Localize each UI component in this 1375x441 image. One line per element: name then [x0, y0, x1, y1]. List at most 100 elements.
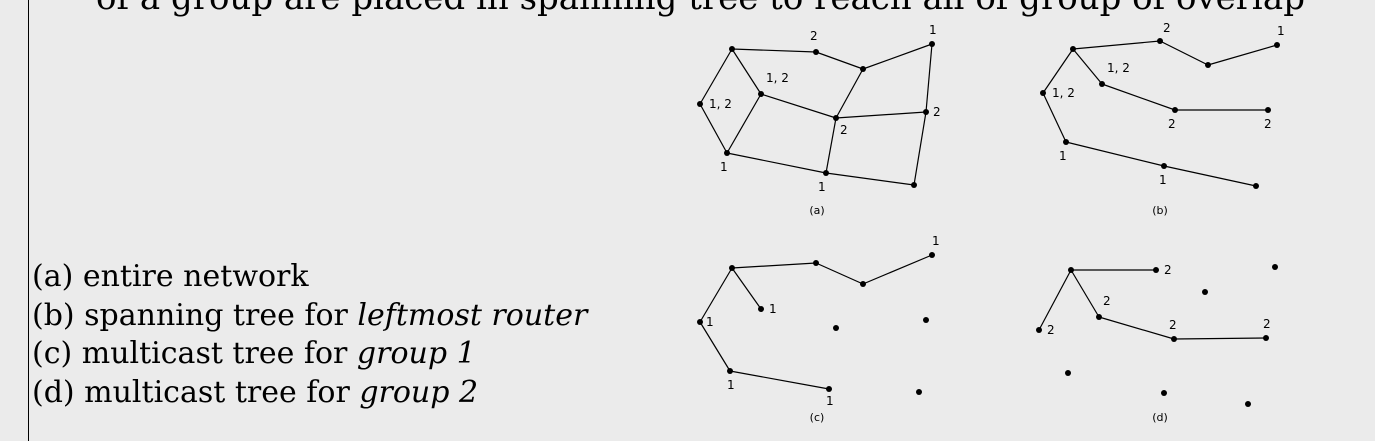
node-label-I: 1 [1059, 149, 1067, 163]
node-label-D: 1 [1277, 24, 1285, 38]
router-node-G [1172, 107, 1178, 113]
router-node-E [1040, 90, 1046, 96]
legend-item-a: (a) entire network [32, 259, 309, 294]
node-label-B: 2 [810, 29, 818, 43]
node-label-F: 2 [1103, 294, 1111, 308]
router-node-B [813, 49, 819, 55]
router-node-G [833, 115, 839, 121]
router-node-C [1202, 289, 1208, 295]
router-node-F [1096, 314, 1102, 320]
router-node-D [1272, 264, 1278, 270]
router-node-D [929, 41, 935, 47]
node-label-H: 2 [1263, 317, 1271, 331]
edge-A-E [1038, 269, 1072, 331]
node-label-E: 1, 2 [1052, 86, 1075, 100]
node-label-J: 1 [818, 180, 826, 194]
edge-I-J [1065, 141, 1165, 167]
router-node-B [1157, 38, 1163, 44]
panel-caption: (a) [809, 204, 824, 217]
router-node-K [916, 389, 922, 395]
router-node-H [1263, 335, 1269, 341]
edge-I-J [726, 152, 827, 174]
panel-caption: (b) [1152, 204, 1168, 217]
router-node-J [1161, 163, 1167, 169]
node-label-E: 1, 2 [709, 97, 732, 111]
router-node-B [813, 260, 819, 266]
edge-H-D [925, 43, 933, 113]
edge-J-K [1163, 165, 1257, 187]
router-node-G [833, 325, 839, 331]
edge-A-E [1042, 48, 1074, 94]
router-node-I [724, 150, 730, 156]
node-label-J: 1 [826, 394, 834, 408]
router-node-A [729, 265, 735, 271]
node-label-H: 2 [1264, 117, 1272, 131]
edge-A-B [731, 262, 817, 269]
edge-B-C [1159, 40, 1209, 66]
router-node-D [929, 252, 935, 258]
edge-C-D [1207, 44, 1278, 66]
edge-A-B [1072, 40, 1161, 50]
edge-I-J [729, 370, 830, 390]
node-label-I: 1 [727, 378, 735, 392]
router-node-I [1063, 139, 1069, 145]
legend-item-c: (c) multicast tree for group 1 [32, 336, 476, 371]
edge-K-H [913, 111, 927, 186]
router-node-D [1274, 42, 1280, 48]
router-node-H [923, 317, 929, 323]
router-node-E [697, 319, 703, 325]
edge-G-H [835, 111, 927, 119]
edge-J-K [825, 172, 915, 186]
node-label-F: 1 [769, 302, 777, 316]
edge-G-C [835, 68, 864, 119]
router-node-J [823, 170, 829, 176]
edge-A-B [731, 48, 817, 53]
router-node-J [826, 386, 832, 392]
edge-A-F [731, 48, 762, 95]
edge-A-F [1072, 48, 1103, 85]
node-label-H: 2 [933, 105, 941, 119]
edge-B-C [815, 262, 864, 285]
router-node-K [911, 182, 917, 188]
router-node-C [860, 66, 866, 72]
router-node-G [1171, 336, 1177, 342]
legend-item-d: (d) multicast tree for group 2 [32, 374, 479, 410]
edge-C-D [862, 43, 933, 70]
edge-E-I [699, 321, 731, 372]
router-node-A [1068, 267, 1074, 273]
router-node-J [1161, 390, 1167, 396]
router-node-H [923, 109, 929, 115]
node-label-G: 2 [1168, 117, 1176, 131]
router-node-F [758, 91, 764, 97]
router-node-E [697, 101, 703, 107]
edge-A-E [699, 267, 733, 323]
clipped-text-line: of a group are placed in spanning tree t… [96, 0, 1375, 18]
edge-F-G [1101, 83, 1176, 111]
node-label-B: 2 [1164, 263, 1172, 277]
panel-caption: (c) [810, 411, 825, 424]
panel-caption: (d) [1152, 411, 1168, 424]
router-node-H [1265, 107, 1271, 113]
router-node-K [1253, 183, 1259, 189]
legend-item-b: (b) spanning tree for leftmost router [32, 297, 588, 333]
router-node-K [1245, 401, 1251, 407]
node-label-D: 1 [932, 234, 940, 248]
edge-F-I [726, 93, 762, 154]
node-label-D: 1 [929, 23, 937, 37]
edge-B-C [815, 51, 864, 70]
node-label-E: 1 [706, 315, 714, 329]
router-node-I [727, 368, 733, 374]
edge-C-D [862, 254, 933, 285]
edge-G-J [825, 117, 837, 174]
node-label-F: 1, 2 [1107, 61, 1130, 75]
router-node-I [1065, 370, 1071, 376]
router-node-A [729, 46, 735, 52]
edge-F-G [1098, 316, 1175, 340]
router-node-C [860, 281, 866, 287]
node-label-G: 2 [840, 123, 848, 137]
legend: (a) entire network (b) spanning tree for… [32, 258, 587, 412]
